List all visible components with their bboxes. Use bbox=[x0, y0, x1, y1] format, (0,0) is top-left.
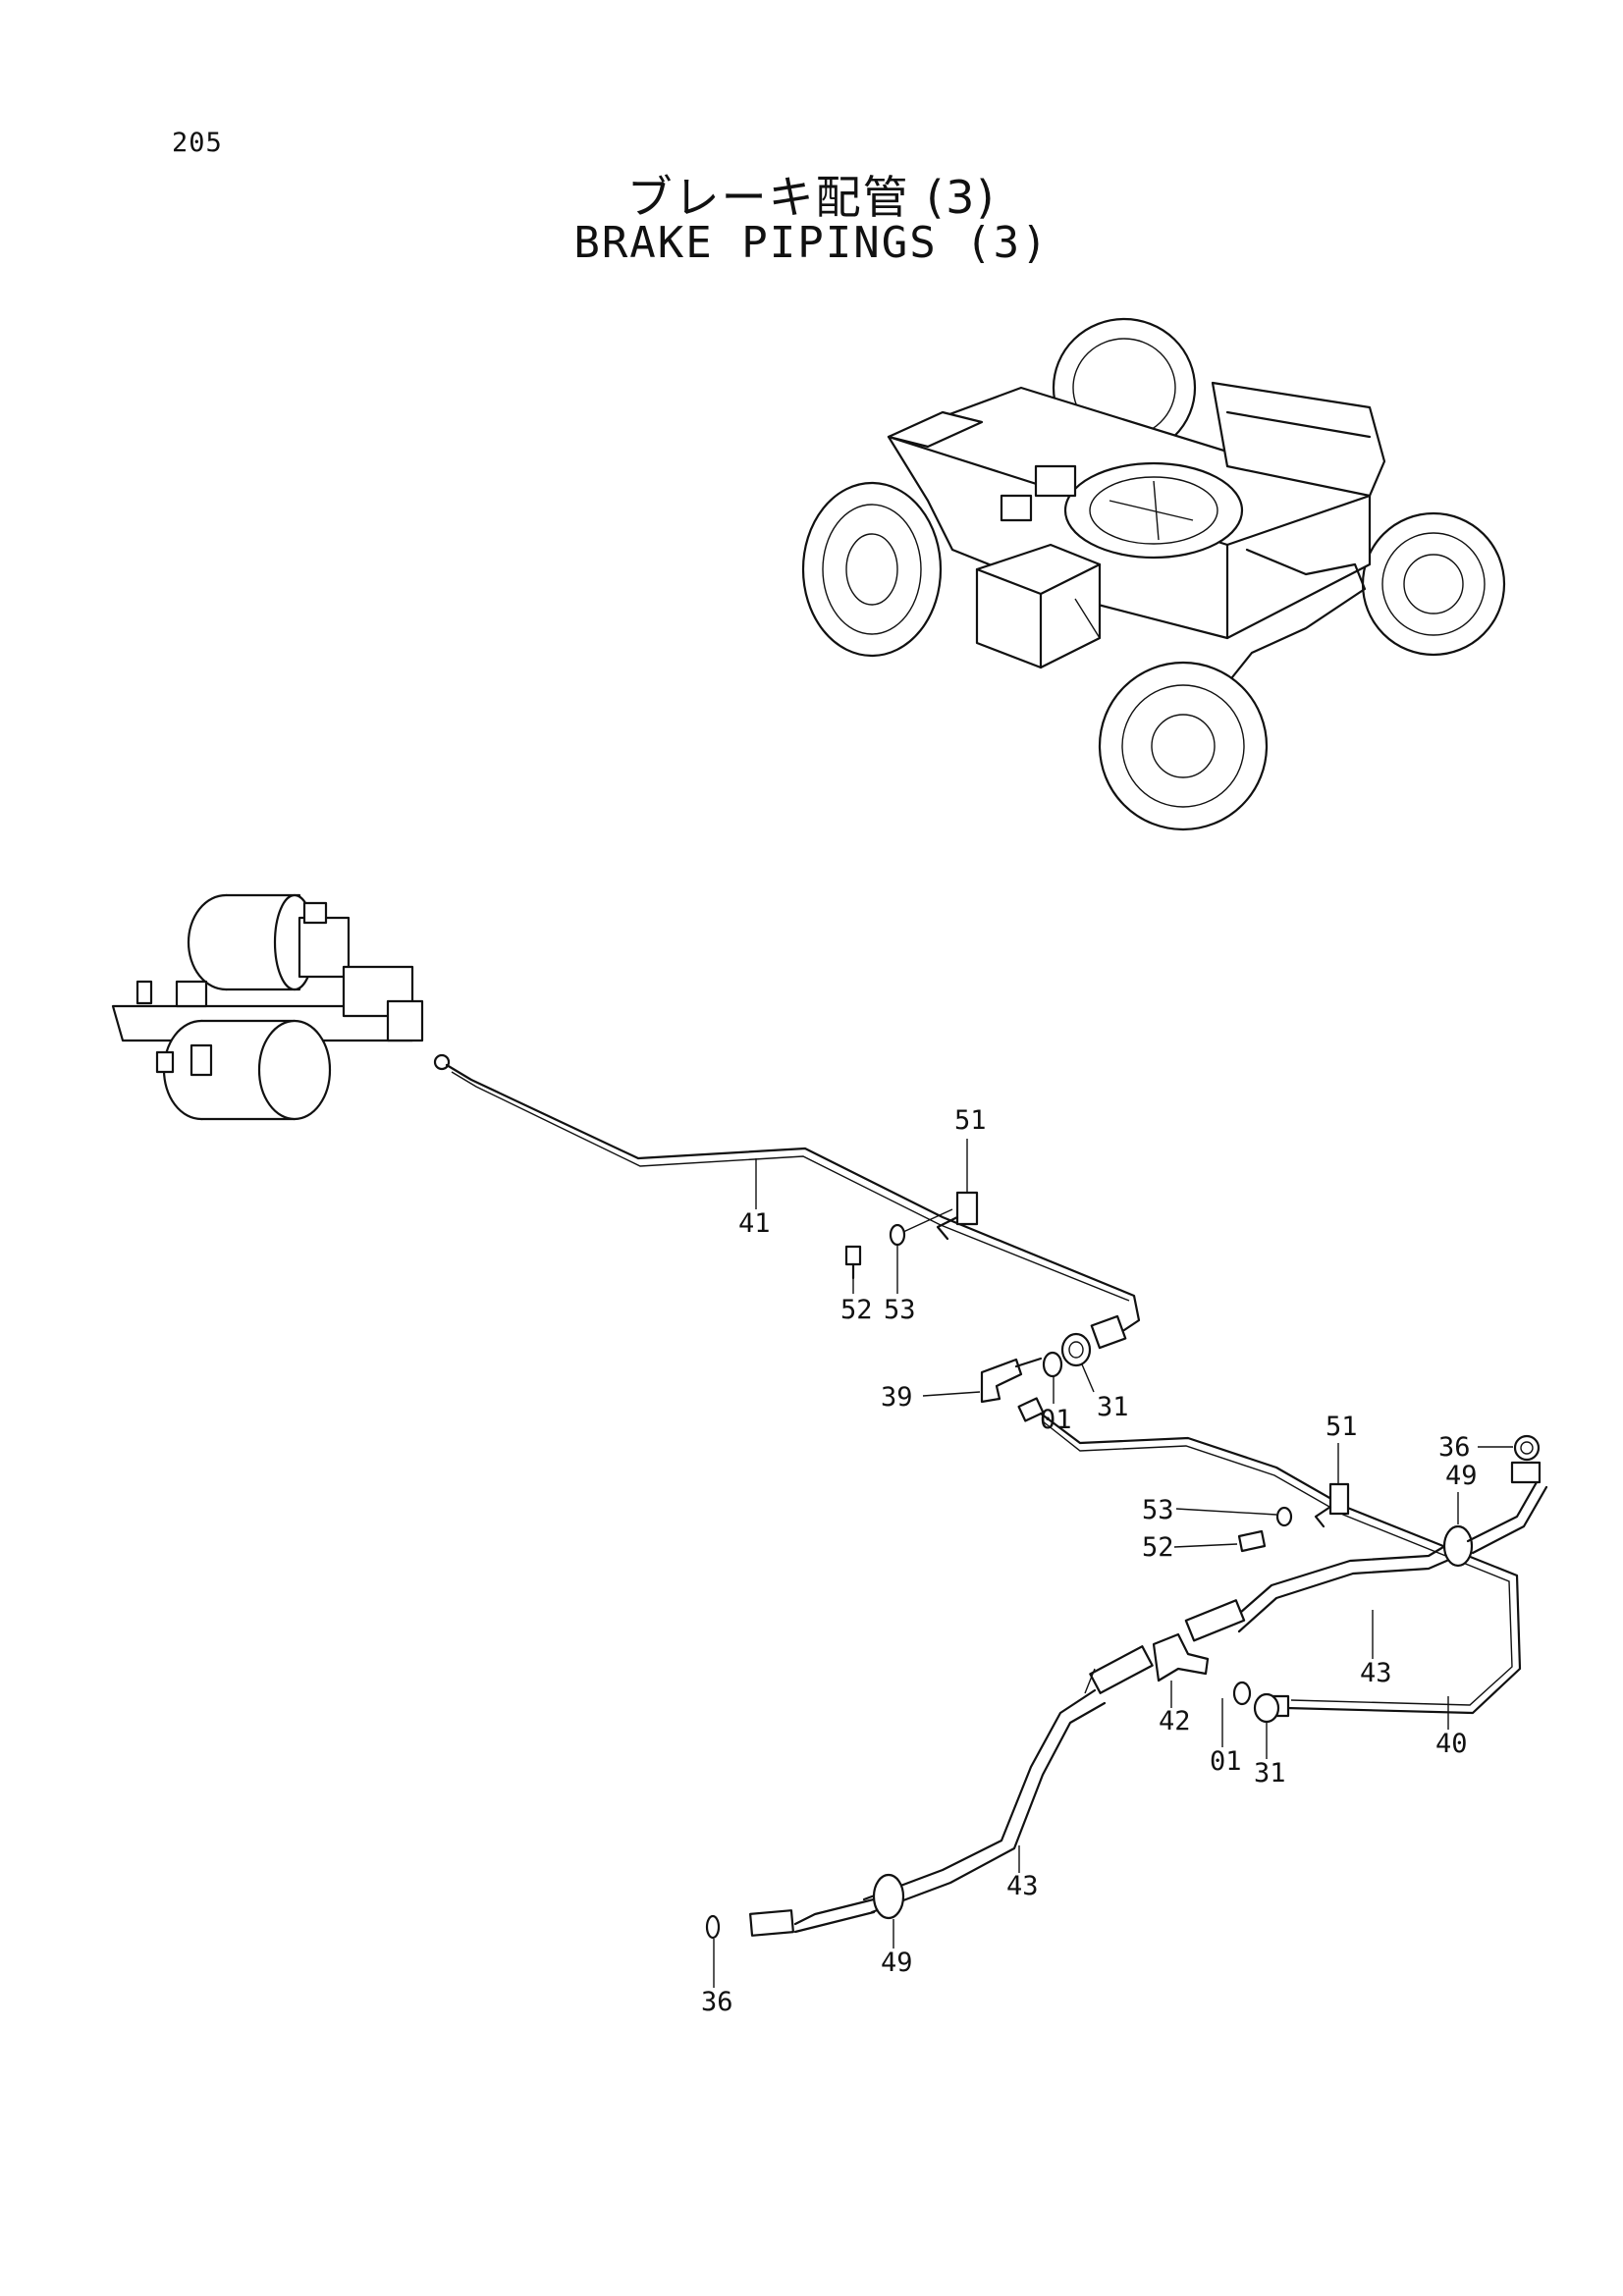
brake-valve-assembly bbox=[111, 893, 451, 1121]
callout-01-upper: 01 bbox=[1040, 1405, 1072, 1435]
washer-53-lower bbox=[1275, 1506, 1293, 1527]
washer-53-upper bbox=[889, 1223, 906, 1247]
washer-01-upper bbox=[1042, 1351, 1063, 1378]
callout-36-lower: 36 bbox=[701, 1987, 733, 2017]
title-english: BRAKE PIPINGS (3) bbox=[573, 218, 1050, 268]
callout-52-lower: 52 bbox=[1142, 1532, 1174, 1563]
callout-52-upper: 52 bbox=[840, 1295, 873, 1325]
hose-43-lower bbox=[862, 1645, 1154, 1914]
callout-31-upper: 31 bbox=[1097, 1392, 1129, 1422]
callout-51-upper: 51 bbox=[954, 1105, 987, 1136]
clamp-51-upper bbox=[936, 1191, 979, 1241]
hose-43-upper bbox=[1184, 1539, 1460, 1642]
callout-40: 40 bbox=[1435, 1729, 1468, 1759]
pipe-41 bbox=[445, 1063, 1141, 1350]
grommet-49-lower bbox=[749, 1873, 905, 1937]
nut-31-upper bbox=[1060, 1332, 1092, 1367]
page-number: 205 bbox=[172, 128, 223, 158]
callout-31-lower: 31 bbox=[1254, 1758, 1286, 1789]
callout-39: 39 bbox=[881, 1382, 913, 1413]
callout-43-lower: 43 bbox=[1006, 1871, 1039, 1901]
nut-31-lower bbox=[1253, 1692, 1280, 1724]
callout-49-upper: 49 bbox=[1445, 1461, 1478, 1491]
bolt-52-upper bbox=[844, 1245, 862, 1280]
callout-labels: 51 41 52 53 39 01 31 51 36 49 53 52 43 4… bbox=[701, 1105, 1478, 2017]
callout-41: 41 bbox=[738, 1208, 771, 1239]
callout-53-lower: 53 bbox=[1142, 1495, 1174, 1525]
elbow-39 bbox=[980, 1357, 1043, 1404]
callout-51-lower: 51 bbox=[1325, 1412, 1358, 1442]
title-japanese: ブレーキ配管 (3) bbox=[626, 171, 997, 224]
o-ring-36-lower bbox=[705, 1914, 721, 1940]
vehicle-overview-illustration bbox=[801, 317, 1506, 831]
washer-01-lower bbox=[1232, 1681, 1252, 1706]
callout-43-upper: 43 bbox=[1360, 1658, 1392, 1688]
tee-42 bbox=[1152, 1632, 1210, 1682]
o-ring-36-upper bbox=[1510, 1434, 1542, 1484]
leader-lines bbox=[713, 1139, 1513, 1988]
callout-36-upper: 36 bbox=[1438, 1432, 1471, 1463]
callout-49-lower: 49 bbox=[881, 1948, 913, 1978]
callout-53-upper: 53 bbox=[884, 1295, 916, 1325]
callout-42: 42 bbox=[1159, 1706, 1191, 1736]
clamp-51-lower bbox=[1314, 1482, 1350, 1528]
bolt-52-lower bbox=[1237, 1529, 1267, 1553]
callout-01-lower: 01 bbox=[1210, 1746, 1242, 1777]
